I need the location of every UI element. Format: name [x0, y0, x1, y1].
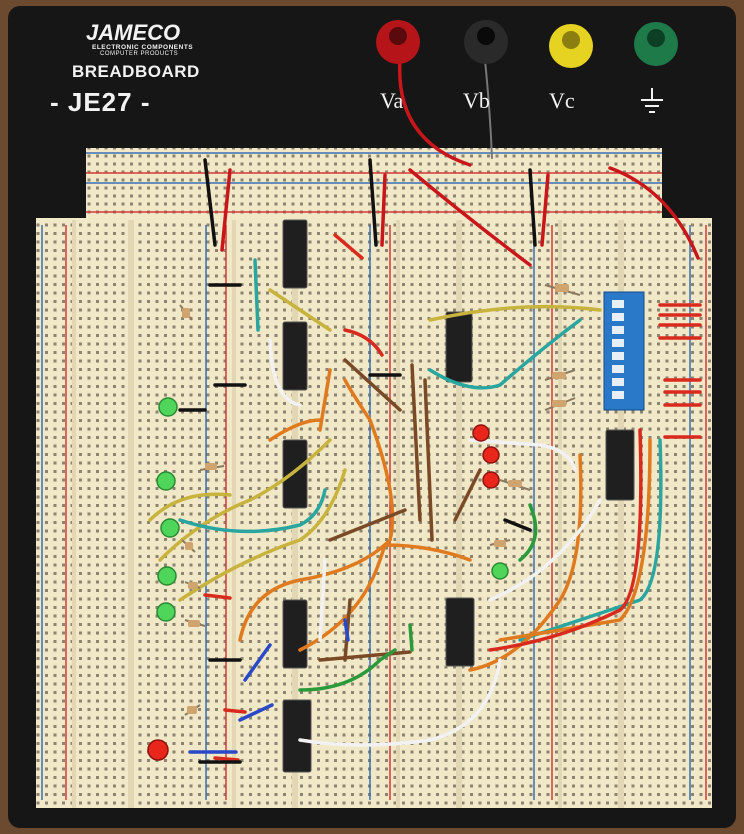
ic-chip [282, 599, 308, 669]
product-name: BREADBOARD [72, 62, 200, 81]
dip-switch [603, 291, 645, 411]
model-name: - JE27 - [50, 87, 151, 117]
red-leds [147, 424, 500, 761]
led-red [482, 446, 500, 464]
ic-chip [282, 219, 308, 289]
green-leds [156, 397, 509, 622]
brand-logo: JAMECO [86, 20, 181, 45]
brand-tagline-2: COMPUTER PRODUCTS [100, 51, 179, 57]
ic-chip [282, 439, 308, 509]
binding-post-vb [464, 20, 508, 64]
ic-chip [445, 597, 475, 667]
binding-post-vc [549, 24, 593, 68]
led-red [482, 471, 500, 489]
led-green [156, 602, 176, 622]
led-green [491, 562, 509, 580]
ic-chip [282, 321, 308, 391]
led-red [147, 739, 169, 761]
binding-post-va [376, 20, 420, 64]
ground-symbol-icon [641, 88, 663, 113]
ic-chip [282, 699, 312, 773]
led-green [156, 471, 176, 491]
led-green [157, 566, 177, 586]
binding-post-ground [634, 22, 678, 66]
resistor-bodies [182, 284, 569, 714]
led-green [160, 518, 180, 538]
post-label-vc: Vc [549, 88, 575, 113]
wires [148, 58, 702, 764]
brand-tagline-1: ELECTRONIC COMPONENTS [92, 44, 194, 51]
led-red [472, 424, 490, 442]
post-label-va: Va [380, 88, 404, 113]
post-label-vb: Vb [463, 88, 490, 113]
led-green [158, 397, 178, 417]
breadboard-area [36, 218, 712, 808]
ic-chip [445, 311, 473, 383]
ic-chip [605, 429, 635, 501]
